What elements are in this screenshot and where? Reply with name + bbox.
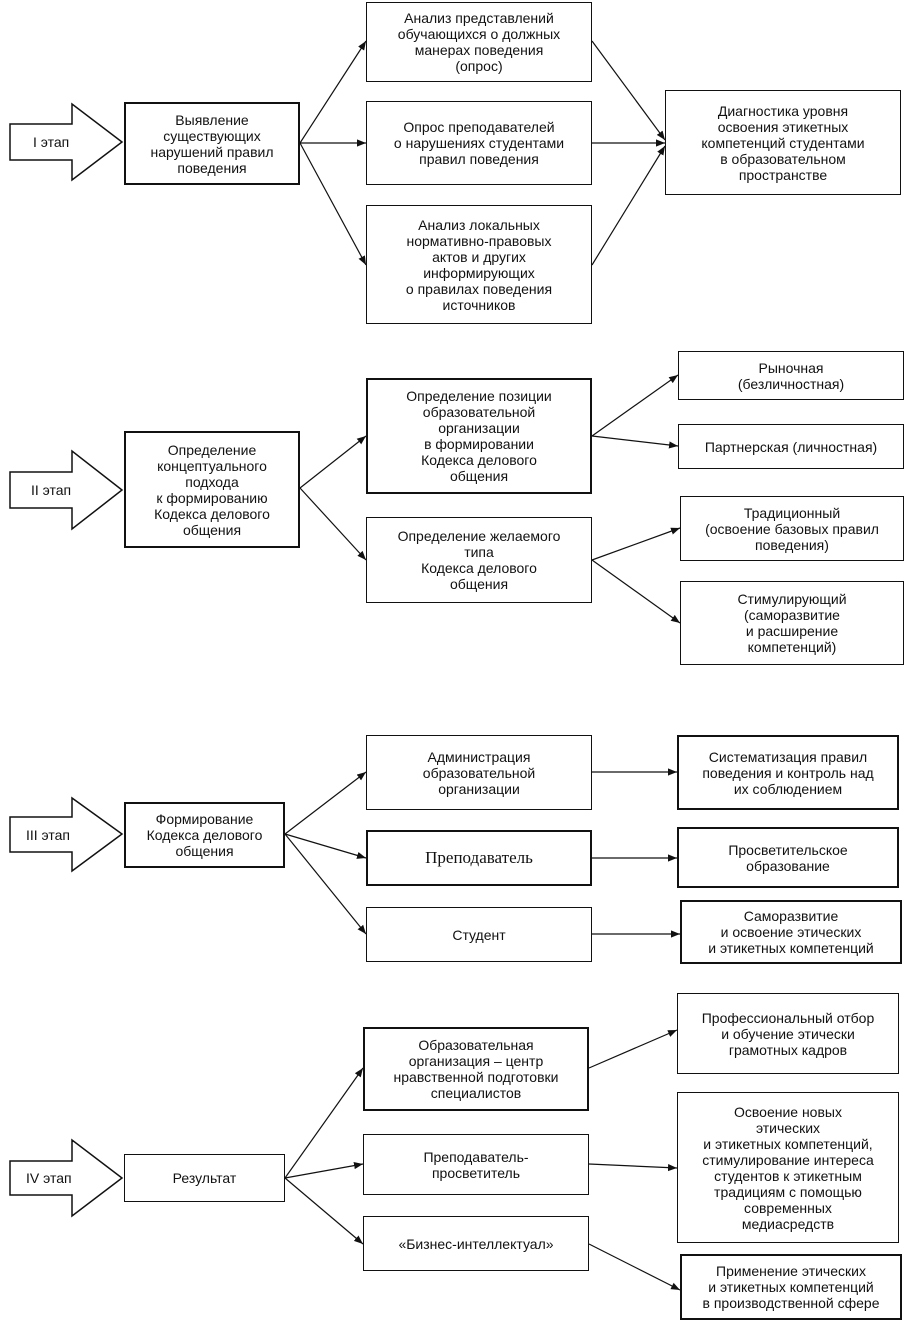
stage-1-right-box-1: Диагностика уровня освоения этикетных ко… xyxy=(665,90,901,195)
stage-4-label: IV этап xyxy=(26,1170,72,1186)
arrow xyxy=(284,1067,364,1179)
stage-1-middle-box-3: Анализ локальных нормативно-правовых акт… xyxy=(366,205,592,324)
stage-4-middle-box-1: Образовательная организация – центр нрав… xyxy=(363,1027,589,1111)
arrow xyxy=(299,142,367,266)
stage-3-middle-box-2: Преподаватель xyxy=(366,830,592,886)
stage-2-right-box-2: Партнерская (личностная) xyxy=(678,424,904,469)
stage-2-right-box-1: Рыночная (безличностная) xyxy=(678,351,904,400)
stage-1-middle-box-2: Опрос преподавателей о нарушениях студен… xyxy=(366,101,592,185)
arrow xyxy=(591,145,666,266)
stage-2-right-box-3: Традиционный (освоение базовых правил по… xyxy=(680,496,904,561)
arrow xyxy=(284,771,367,835)
stage-2-arrow-shape xyxy=(9,449,124,531)
arrow xyxy=(591,374,679,437)
arrow xyxy=(591,527,681,561)
stage-3-right-box-1: Систематизация правил поведения и контро… xyxy=(677,735,899,810)
stage-3-main-box: Формирование Кодекса делового общения xyxy=(124,802,285,868)
arrow xyxy=(588,1029,678,1069)
arrow xyxy=(591,40,666,141)
stage-2-middle-box-1: Определение позиции образовательной орга… xyxy=(366,378,592,494)
stage-4-middle-box-3: «Бизнес-интеллектуал» xyxy=(363,1216,589,1271)
arrow xyxy=(284,1162,364,1179)
stage-1-label: I этап xyxy=(33,134,70,150)
stage-2-main-box: Определение концептуального подхода к фо… xyxy=(124,431,300,548)
stage-1-main-box: Выявление существующих нарушений правил … xyxy=(124,102,300,185)
stage-3-right-box-3: Саморазвитие и освоение этических и этик… xyxy=(680,900,902,964)
arrow xyxy=(284,833,367,859)
stage-1-middle-box-1: Анализ представлений обучающихся о должн… xyxy=(366,2,592,82)
stage-1-arrow-shape xyxy=(9,102,124,182)
arrow xyxy=(588,1163,678,1172)
stage-3-middle-box-1: Администрация образовательной организаци… xyxy=(366,735,592,810)
stage-3-middle-box-3: Студент xyxy=(366,907,592,962)
stage-2-right-box-4: Стимулирующий (саморазвитие и расширение… xyxy=(680,581,904,665)
stage-2-label: II этап xyxy=(31,482,72,498)
stage-4-right-box-2: Освоение новых этических и этикетных ком… xyxy=(677,1092,899,1243)
arrow xyxy=(591,435,679,449)
arrow xyxy=(591,559,681,624)
stage-4-right-box-3: Применение этических и этикетных компете… xyxy=(680,1254,902,1320)
stage-4-main-box: Результат xyxy=(124,1154,285,1202)
stage-2-middle-box-2: Определение желаемого типа Кодекса делов… xyxy=(366,517,592,603)
stage-4-middle-box-2: Преподаватель- просветитель xyxy=(363,1134,589,1195)
stage-3-label: III этап xyxy=(26,827,71,843)
arrow xyxy=(284,833,367,935)
stage-3-arrow-shape xyxy=(9,796,124,873)
arrow xyxy=(284,1177,364,1245)
arrow xyxy=(299,487,367,561)
stage-4-arrow-shape xyxy=(9,1138,124,1218)
arrow xyxy=(299,40,367,144)
arrow xyxy=(588,1243,681,1291)
arrow xyxy=(299,435,367,489)
stage-3-right-box-2: Просветительское образование xyxy=(677,827,899,888)
stage-4-right-box-1: Профессиональный отбор и обучение этичес… xyxy=(677,993,899,1074)
